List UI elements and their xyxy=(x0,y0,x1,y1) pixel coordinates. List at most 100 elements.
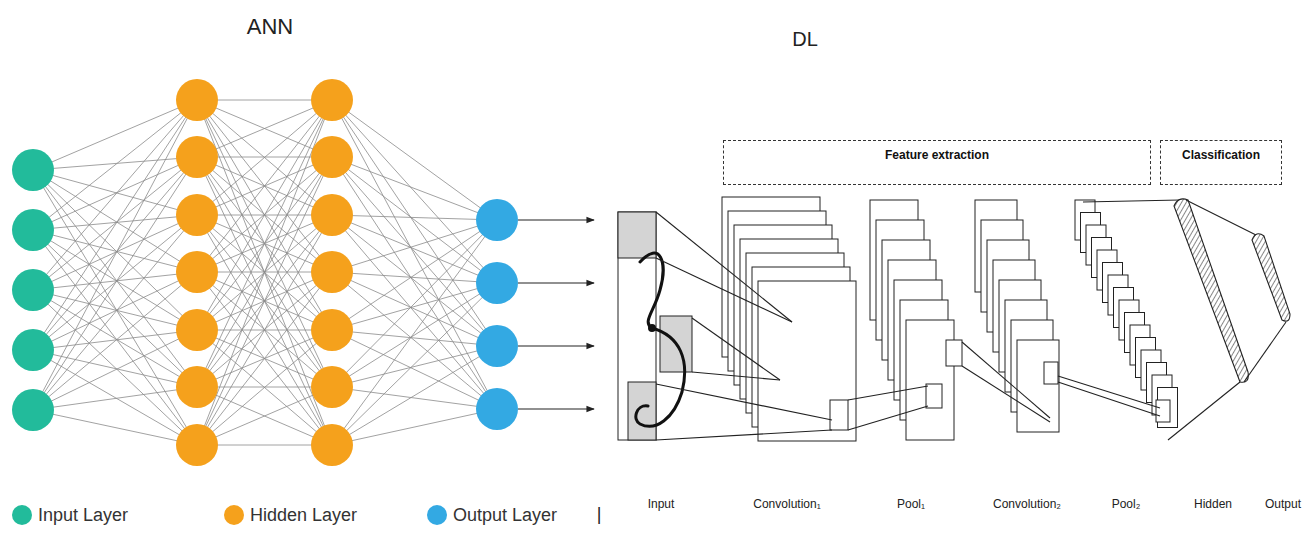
weight-line xyxy=(33,215,197,290)
weight-line xyxy=(33,157,197,290)
projection-line xyxy=(848,386,928,400)
neuron xyxy=(176,136,218,178)
weight-line xyxy=(197,387,332,445)
weight-line xyxy=(332,330,497,409)
weight-line xyxy=(332,220,497,272)
weight-line xyxy=(33,215,197,410)
ann-network xyxy=(12,79,594,466)
weight-line xyxy=(197,157,332,445)
neuron xyxy=(311,424,353,466)
legend-swatch xyxy=(224,505,244,525)
section-title: Feature extraction xyxy=(724,141,1150,163)
weight-line xyxy=(33,170,197,445)
weight-line xyxy=(332,215,497,283)
section-title: Classification xyxy=(1161,141,1281,163)
projection-line xyxy=(656,430,832,440)
weight-line xyxy=(33,157,197,410)
weight-line xyxy=(33,290,197,330)
weight-line xyxy=(197,100,332,157)
weight-line xyxy=(33,230,197,272)
neuron xyxy=(176,309,218,351)
weight-line xyxy=(332,409,497,445)
weight-line xyxy=(33,350,197,387)
weight-line xyxy=(33,170,197,272)
projection-line xyxy=(1083,200,1180,202)
projection-line xyxy=(962,342,1050,418)
feature-map xyxy=(1017,340,1059,432)
panel-title: DL xyxy=(792,28,818,51)
weight-line xyxy=(332,283,497,330)
weight-line xyxy=(332,100,497,346)
output-arrow xyxy=(518,219,594,220)
neuron xyxy=(311,366,353,408)
pool1-stack xyxy=(870,200,954,440)
neuron xyxy=(476,262,518,304)
neuron xyxy=(176,79,218,121)
weight-line xyxy=(197,272,332,445)
weight-line xyxy=(332,387,497,409)
weight-line xyxy=(332,220,497,445)
weight-line xyxy=(33,100,197,170)
input-image xyxy=(618,212,656,440)
weight-line xyxy=(33,157,197,350)
neuron xyxy=(12,149,54,191)
kernel-window xyxy=(830,400,848,430)
neuron xyxy=(176,194,218,236)
stage-label: Convolution₁ xyxy=(753,498,820,512)
weight-line xyxy=(332,215,497,346)
receptive-field xyxy=(618,212,656,258)
weight-line xyxy=(33,290,197,445)
weight-line xyxy=(33,215,197,230)
neuron xyxy=(311,79,353,121)
weight-line xyxy=(197,100,332,387)
weight-line xyxy=(33,387,197,410)
output-arrow xyxy=(518,345,594,346)
kernel-window xyxy=(1156,400,1170,422)
neuron xyxy=(476,388,518,430)
weight-line xyxy=(332,100,497,220)
weight-line xyxy=(332,220,497,387)
weight-line xyxy=(197,157,332,445)
weight-line xyxy=(197,100,332,157)
projection-line xyxy=(656,258,792,322)
weight-line xyxy=(332,220,497,330)
weight-line xyxy=(332,283,497,387)
conv2-stack xyxy=(975,200,1059,432)
weight-line xyxy=(33,272,197,290)
stage-label: Hidden xyxy=(1194,498,1232,512)
digit-stroke-dot xyxy=(648,324,656,332)
weight-line xyxy=(33,330,197,350)
kernel-window xyxy=(946,340,962,366)
weight-line xyxy=(197,387,332,445)
weight-line xyxy=(33,100,197,230)
weight-line xyxy=(332,100,497,283)
neuron xyxy=(476,199,518,241)
projection-line xyxy=(656,384,832,420)
output-arrow xyxy=(518,282,594,283)
section-box: Classification xyxy=(1160,140,1282,185)
neuron xyxy=(311,136,353,178)
neuron xyxy=(12,389,54,431)
weight-line xyxy=(197,272,332,445)
hidden-layer-band xyxy=(1174,199,1248,382)
output-layer-band xyxy=(1252,234,1290,321)
weight-line xyxy=(33,157,197,230)
neuron xyxy=(176,424,218,466)
neuron xyxy=(12,329,54,371)
projection-line xyxy=(1168,382,1240,440)
weight-line xyxy=(33,170,197,330)
projection-line xyxy=(848,406,928,430)
weight-line xyxy=(33,410,197,445)
pool2-stack xyxy=(1075,200,1178,428)
output-arrow xyxy=(518,408,594,409)
neuron xyxy=(176,251,218,293)
cnn-illustration xyxy=(618,197,1290,441)
legend-swatch xyxy=(427,505,447,525)
handwritten-digit xyxy=(636,253,685,426)
neuron xyxy=(311,309,353,351)
weight-line xyxy=(33,330,197,410)
stage-label: Output xyxy=(1265,498,1301,512)
weight-line xyxy=(33,230,197,445)
legend-label: Hidden Layer xyxy=(250,505,357,526)
